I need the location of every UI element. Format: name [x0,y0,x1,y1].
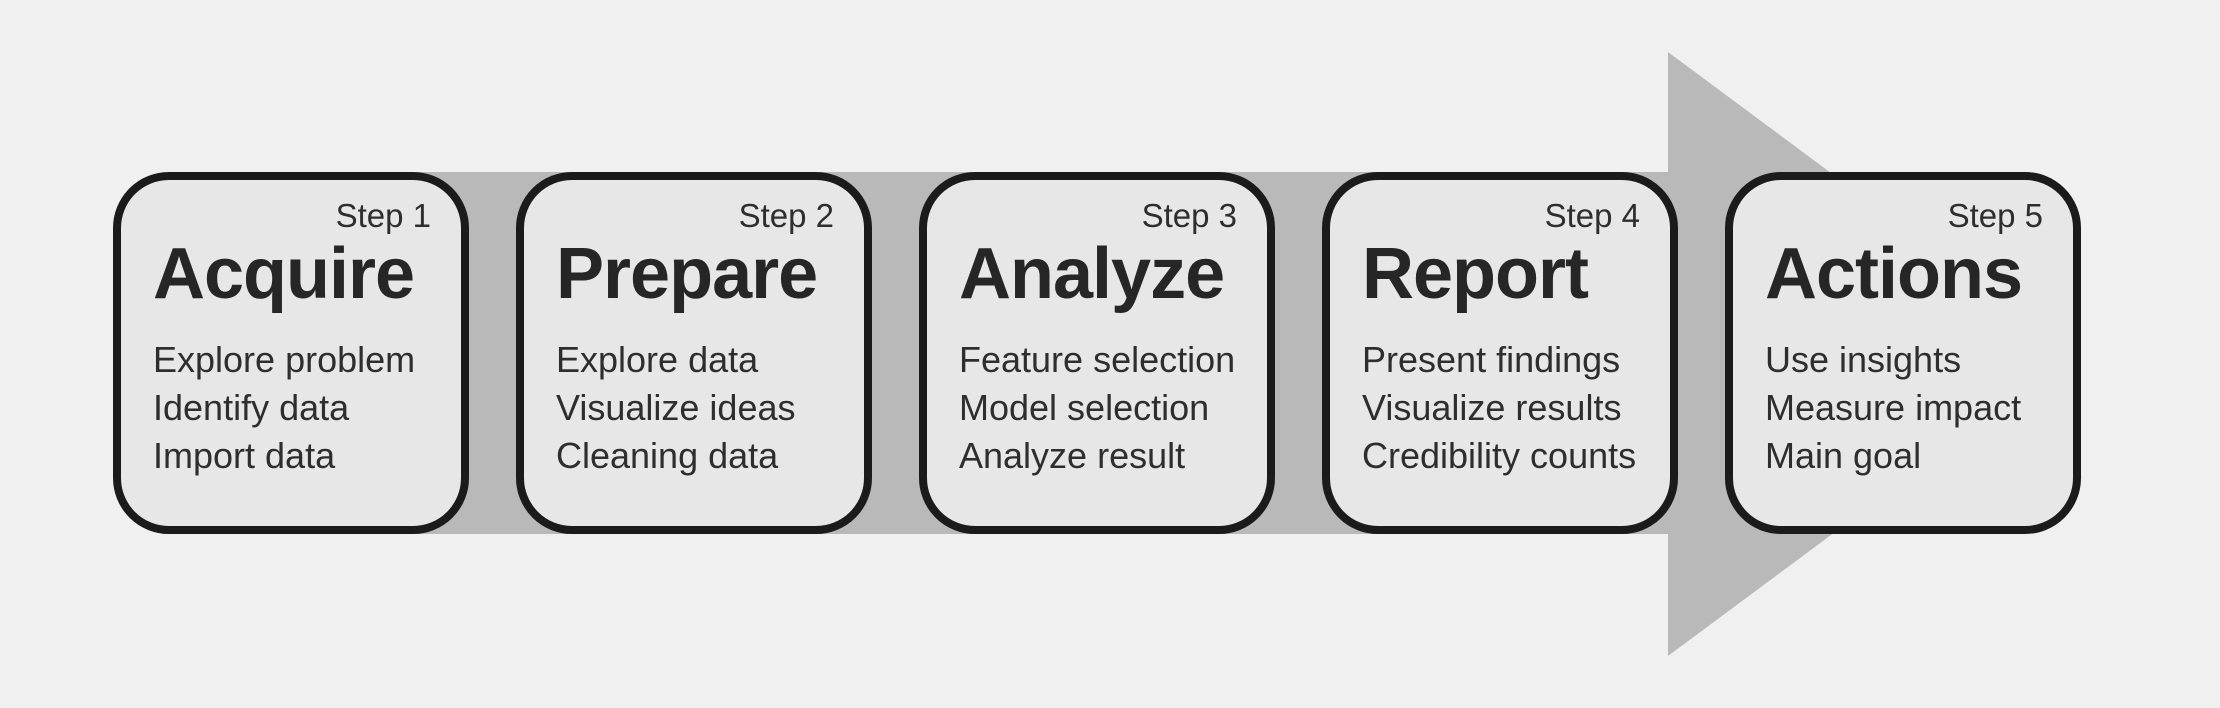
step-task-list: Explore problem Identify data Import dat… [153,336,431,480]
step-task: Import data [153,435,336,476]
step-task: Explore data [556,339,759,380]
step-card-report: Step 4 Report Present findings Visualize… [1322,172,1678,534]
step-task: Explore problem [153,339,416,380]
step-title: Acquire [153,234,415,314]
step-title: Report [1362,234,1589,314]
step-number-label: Step 3 [1141,197,1237,234]
step-task: Use insights [1765,339,1962,380]
step-number-label: Step 5 [1947,197,2043,234]
step-task: Main goal [1765,435,1922,476]
step-number-label: Step 2 [738,197,834,234]
step-number-label: Step 1 [335,197,431,234]
step-task: Credibility counts [1362,435,1637,476]
step-task: Feature selection [959,339,1236,380]
step-task: Identify data [153,387,350,428]
step-task: Measure impact [1765,387,2022,428]
step-card-prepare: Step 2 Prepare Explore data Visualize id… [516,172,872,534]
step-title: Prepare [556,234,818,314]
step-task-list: Explore data Visualize ideas Cleaning da… [556,336,834,480]
step-task: Visualize ideas [556,387,796,428]
step-card-acquire: Step 1 Acquire Explore problem Identify … [113,172,469,534]
step-task: Cleaning data [556,435,779,476]
step-card-actions: Step 5 Actions Use insights Measure impa… [1725,172,2081,534]
step-task: Model selection [959,387,1210,428]
step-task-list: Use insights Measure impact Main goal [1765,336,2043,480]
step-task: Analyze result [959,435,1186,476]
step-task-list: Present findings Visualize results Credi… [1362,336,1640,480]
step-number-label: Step 4 [1544,197,1640,234]
step-card-analyze: Step 3 Analyze Feature selection Model s… [919,172,1275,534]
step-title: Analyze [959,234,1225,314]
step-task-list: Feature selection Model selection Analyz… [959,336,1237,480]
step-task: Present findings [1362,339,1621,380]
step-task: Visualize results [1362,387,1622,428]
step-title: Actions [1765,234,2023,314]
